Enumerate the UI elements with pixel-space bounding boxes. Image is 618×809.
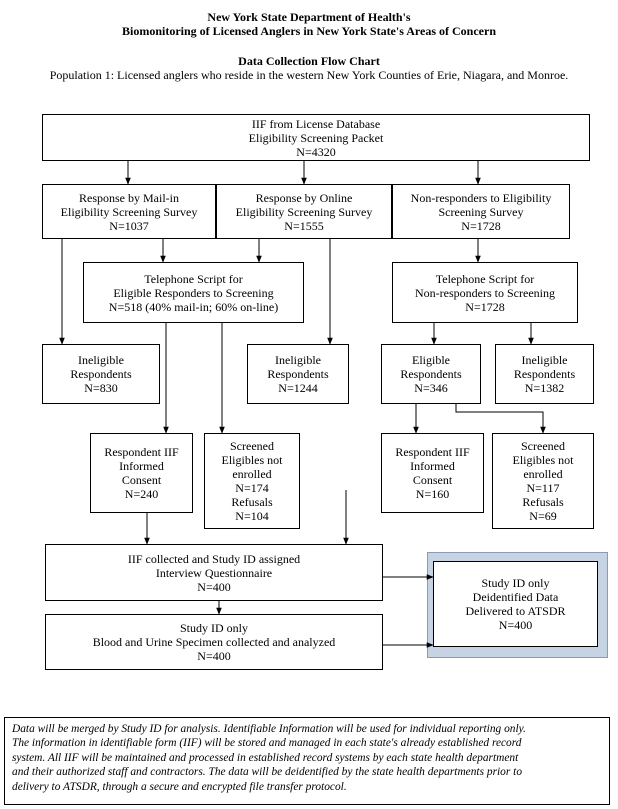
arrow-eligible-to-screened-117 xyxy=(455,404,546,434)
box-line: N=400 xyxy=(498,618,533,632)
box-eligible-346: Eligible Respondents N=346 xyxy=(381,344,481,404)
box-ineligible-1244: Ineligible Respondents N=1244 xyxy=(247,344,349,404)
box-line: N=400 xyxy=(197,579,231,594)
box-line: enrolled xyxy=(523,467,563,481)
note-line: system. All IIF will be maintained and p… xyxy=(12,751,519,764)
box-line: Eligible Responders to Screening xyxy=(113,285,274,300)
box-response-mail-in: Response by Mail-in Eligibility Screenin… xyxy=(42,184,216,239)
box-telephone-eligible: Telephone Script for Eligible Responders… xyxy=(83,262,304,323)
box-iif-collected: IIF collected and Study ID assigned Inte… xyxy=(45,544,383,601)
data-privacy-note: Data will be merged by Study ID for anal… xyxy=(4,717,610,805)
box-screened-not-enrolled-174: Screened Eligibles not enrolled N=174 Re… xyxy=(204,433,300,529)
box-line: Interview Questionnaire xyxy=(155,565,273,580)
box-line: Eligibility Screening Packet xyxy=(248,130,384,145)
box-line: Screened xyxy=(230,439,274,453)
population-description: Population 1: Licensed anglers who resid… xyxy=(49,68,569,82)
box-line: Consent xyxy=(412,473,453,487)
box-line: Eligible xyxy=(412,353,450,367)
box-line: N=240 xyxy=(124,487,159,501)
box-line: IIF collected and Study ID assigned xyxy=(127,551,301,566)
box-line: Response by Online xyxy=(255,190,353,205)
box-line: N=4320 xyxy=(296,144,336,159)
box-line: Refusals xyxy=(231,495,273,509)
box-response-online: Response by Online Eligibility Screening… xyxy=(216,184,392,239)
box-line: N=104 xyxy=(235,509,269,523)
box-line: Non-responders to Eligibility xyxy=(410,190,552,205)
box-line: Eligibles not xyxy=(221,453,283,467)
box-ineligible-830: Ineligible Respondents N=830 xyxy=(42,344,160,404)
box-iif-license-database: IIF from License Database Eligibility Sc… xyxy=(42,114,590,161)
box-consent-160: Respondent IIF Informed Consent N=160 xyxy=(381,433,484,513)
box-line: Respondent IIF xyxy=(104,445,179,459)
note-line: The information in identifiable form (II… xyxy=(12,737,522,750)
box-line: N=1382 xyxy=(524,381,565,395)
box-line: N=1244 xyxy=(278,381,318,395)
box-line: enrolled xyxy=(232,467,272,481)
box-line: Telephone Script for xyxy=(144,271,243,286)
title-line-2: Biomonitoring of Licensed Anglers in New… xyxy=(122,24,496,38)
chart-title: Data Collection Flow Chart xyxy=(238,54,380,68)
box-line: Response by Mail-in xyxy=(79,190,179,205)
box-ineligible-1382: Ineligible Respondents N=1382 xyxy=(495,344,594,404)
box-line: N=174 xyxy=(235,481,269,495)
box-line: N=1555 xyxy=(284,218,324,233)
box-consent-240: Respondent IIF Informed Consent N=240 xyxy=(90,433,193,513)
box-line: N=1037 xyxy=(109,218,149,233)
note-line: delivery to ATSDR, through a secure and … xyxy=(12,780,347,793)
box-line: Ineligible xyxy=(275,353,321,367)
box-line: IIF from License Database xyxy=(251,116,381,131)
note-line: Data will be merged by Study ID for anal… xyxy=(12,723,526,735)
box-deidentified-atsdr: Study ID only Deidentified Data Delivere… xyxy=(433,561,598,647)
box-line: Refusals xyxy=(522,495,564,509)
box-line: N=69 xyxy=(529,509,557,523)
box-line: N=400 xyxy=(197,649,231,663)
box-line: Eligibility Screening Survey xyxy=(60,204,198,219)
box-line: N=160 xyxy=(415,487,450,501)
title-line-1: New York State Department of Health's xyxy=(207,10,411,24)
box-line: Respondent IIF xyxy=(395,445,470,459)
box-line: Respondents xyxy=(267,367,329,381)
box-line: Respondents xyxy=(70,367,132,381)
box-line: Ineligible xyxy=(78,353,124,367)
box-line: Eligibility Screening Survey xyxy=(235,204,373,219)
box-line: Study ID only xyxy=(179,621,248,635)
box-line: Deidentified Data xyxy=(472,590,559,604)
box-line: N=518 (40% mail-in; 60% on-line) xyxy=(108,299,279,314)
box-non-responders: Non-responders to Eligibility Screening … xyxy=(392,184,570,239)
box-line: N=1728 xyxy=(465,299,505,314)
box-line: N=1728 xyxy=(461,218,501,233)
box-telephone-non-responders: Telephone Script for Non-responders to S… xyxy=(392,262,578,323)
box-study-id-specimen: Study ID only Blood and Urine Specimen c… xyxy=(45,614,383,670)
box-line: Non-responders to Screening xyxy=(415,285,555,300)
box-screened-not-enrolled-117: Screened Eligibles not enrolled N=117 Re… xyxy=(492,433,594,529)
box-line: Informed xyxy=(119,459,164,473)
box-line: Respondents xyxy=(400,367,462,381)
note-line: and their authorized staff and contracto… xyxy=(12,766,523,779)
box-line: Ineligible xyxy=(521,353,568,367)
box-line: N=117 xyxy=(526,481,560,495)
box-line: Study ID only xyxy=(481,576,550,590)
box-line: Informed xyxy=(410,459,455,473)
box-line: Screened xyxy=(521,439,565,453)
box-line: N=830 xyxy=(84,381,118,395)
box-line: Respondents xyxy=(513,367,576,381)
box-line: N=346 xyxy=(414,381,448,395)
box-line: Delivered to ATSDR xyxy=(465,604,566,618)
box-line: Consent xyxy=(121,473,162,487)
box-line: Eligibles not xyxy=(512,453,574,467)
box-line: Screening Survey xyxy=(438,204,524,219)
box-line: Telephone Script for xyxy=(435,271,535,286)
box-line: Blood and Urine Specimen collected and a… xyxy=(92,635,336,649)
